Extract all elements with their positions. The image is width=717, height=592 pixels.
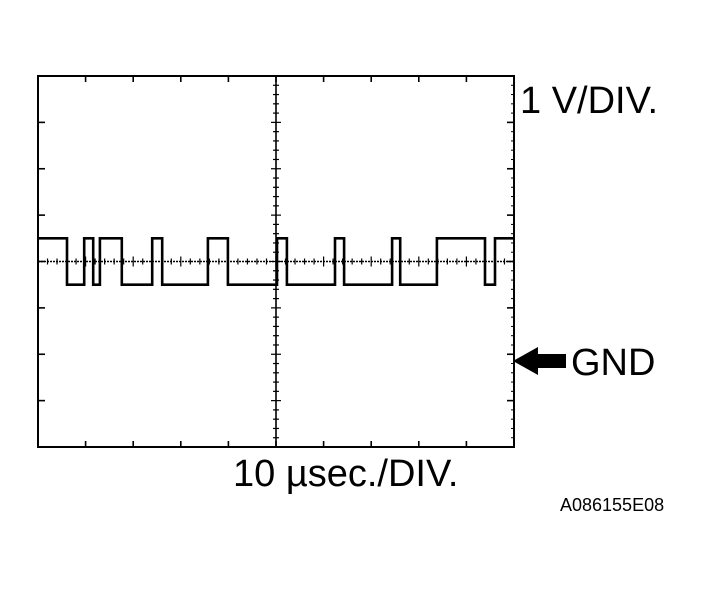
left-arrow-icon (513, 347, 566, 375)
horizontal-scale-label: 10 µsec./DIV. (233, 453, 459, 495)
waveform-trace (38, 237, 514, 286)
graticule-ticks (37, 75, 515, 448)
ground-marker-label: GND (571, 342, 656, 384)
vertical-scale-label: 1 V/DIV. (520, 80, 659, 122)
figure-id: A086155E08 (560, 495, 665, 515)
